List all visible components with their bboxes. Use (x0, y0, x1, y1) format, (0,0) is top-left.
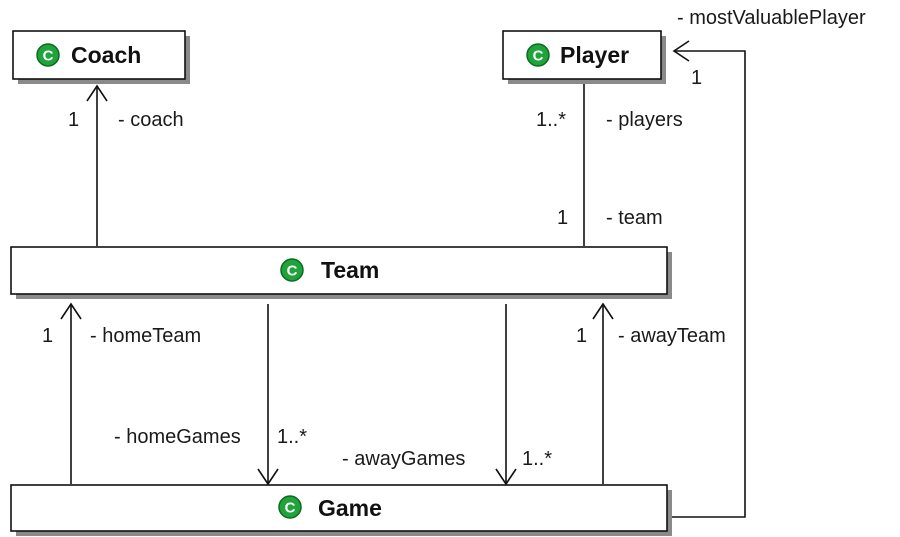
class-name-game: Game (318, 495, 382, 521)
role-players: - players (606, 109, 683, 131)
svg-text:C: C (533, 48, 544, 65)
association-game-mvp (672, 40, 746, 518)
association-game-away-team (592, 302, 614, 484)
multiplicity-players: 1..* (536, 109, 566, 131)
svg-text:C: C (285, 500, 296, 517)
association-game-home-team (60, 302, 82, 484)
association-team-away-games (495, 304, 517, 486)
role-most-valuable-player: - mostValuablePlayer (677, 7, 866, 29)
multiplicity-team: 1 (557, 207, 568, 229)
role-away-games: - awayGames (342, 448, 465, 470)
arrowhead-icon (257, 468, 279, 486)
class-name-player: Player (560, 42, 629, 68)
multiplicity-home-games: 1..* (277, 426, 307, 448)
class-game[interactable]: C Game (10, 484, 672, 536)
role-team: - team (606, 207, 663, 229)
arrowhead-icon (592, 302, 614, 320)
class-c-icon (278, 495, 302, 519)
class-c-icon (526, 43, 550, 67)
arrowhead-icon (60, 302, 82, 320)
role-home-games: - homeGames (114, 426, 241, 448)
multiplicity-away-team: 1 (576, 325, 587, 347)
class-player[interactable]: C Player (502, 30, 666, 84)
class-team[interactable]: C Team (10, 246, 672, 299)
multiplicity-most-valuable-player: 1 (691, 67, 702, 89)
class-coach[interactable]: C Coach (12, 30, 190, 84)
association-team-home-games (257, 304, 279, 486)
multiplicity-away-games: 1..* (522, 448, 552, 470)
multiplicity-coach: 1 (68, 109, 79, 131)
arrowhead-icon (495, 468, 517, 486)
role-home-team: - homeTeam (90, 325, 201, 347)
multiplicity-home-team: 1 (42, 325, 53, 347)
arrowhead-icon (672, 40, 690, 62)
association-team-coach (86, 84, 108, 246)
class-c-icon (36, 43, 60, 67)
class-c-icon (280, 258, 304, 282)
class-name-team: Team (321, 257, 379, 283)
arrowhead-icon (86, 84, 108, 102)
role-away-team: - awayTeam (618, 325, 726, 347)
role-coach: - coach (118, 109, 184, 131)
svg-text:C: C (287, 263, 298, 280)
svg-text:C: C (43, 48, 54, 65)
class-name-coach: Coach (71, 42, 141, 68)
